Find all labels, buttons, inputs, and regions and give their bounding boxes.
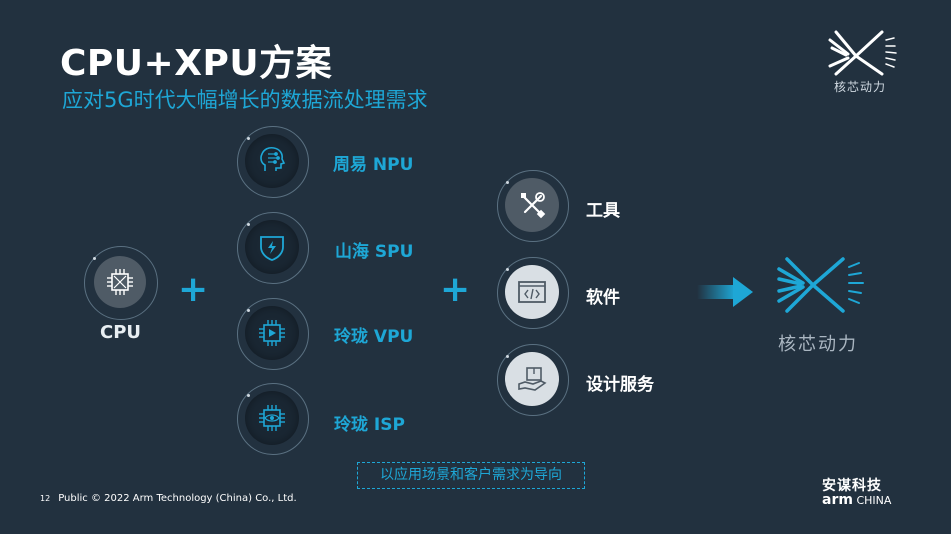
right-label-software: 软件	[586, 288, 620, 308]
eye-chip-icon	[259, 405, 285, 431]
bottom-note: 以应用场景和客户需求为导向	[357, 462, 585, 489]
vpu-circle	[237, 298, 309, 370]
plus-sign-right: +	[440, 269, 471, 310]
spu-circle	[237, 212, 309, 284]
ai-head-icon	[260, 146, 286, 171]
brand-main-logo-icon	[777, 257, 864, 313]
right-label-service: 设计服务	[586, 375, 654, 395]
code-window-icon	[518, 281, 546, 303]
cpu-chip-icon	[107, 269, 133, 295]
plus-sign-left: +	[178, 269, 209, 310]
footer: 12 Public © 2022 Arm Technology (China) C…	[40, 493, 297, 504]
page-title: CPU+XPU方案	[60, 43, 333, 84]
right-label-tools: 工具	[586, 201, 620, 221]
brand-logo-icon	[828, 30, 897, 76]
tools-circle	[497, 170, 569, 242]
brand-main-text: 核芯动力	[778, 334, 858, 355]
xpu-label-isp: 玲珑 ISP	[334, 415, 405, 435]
partner-logo-en: arm CHINA	[822, 492, 892, 508]
arrow-right-icon	[697, 277, 753, 307]
cpu-label: CPU	[100, 322, 142, 343]
partner-logo-cn: 安谋科技	[822, 478, 882, 494]
service-hand-icon	[518, 367, 547, 391]
xpu-label-spu: 山海 SPU	[335, 242, 414, 262]
service-circle	[497, 344, 569, 416]
page-number: 12	[40, 494, 51, 503]
xpu-label-vpu: 玲珑 VPU	[334, 327, 414, 347]
brand-logo-text: 核芯动力	[834, 80, 887, 94]
software-circle	[497, 257, 569, 329]
npu-circle	[237, 126, 309, 198]
shield-bolt-icon	[260, 236, 284, 261]
tools-icon	[521, 192, 546, 219]
xpu-label-npu: 周易 NPU	[333, 155, 414, 175]
video-chip-icon	[259, 320, 285, 346]
copyright-text: Public © 2022 Arm Technology (China) Co.…	[58, 493, 297, 504]
page-subtitle: 应对5G时代大幅增长的数据流处理需求	[62, 88, 428, 112]
isp-circle	[237, 383, 309, 455]
cpu-circle	[84, 246, 158, 320]
